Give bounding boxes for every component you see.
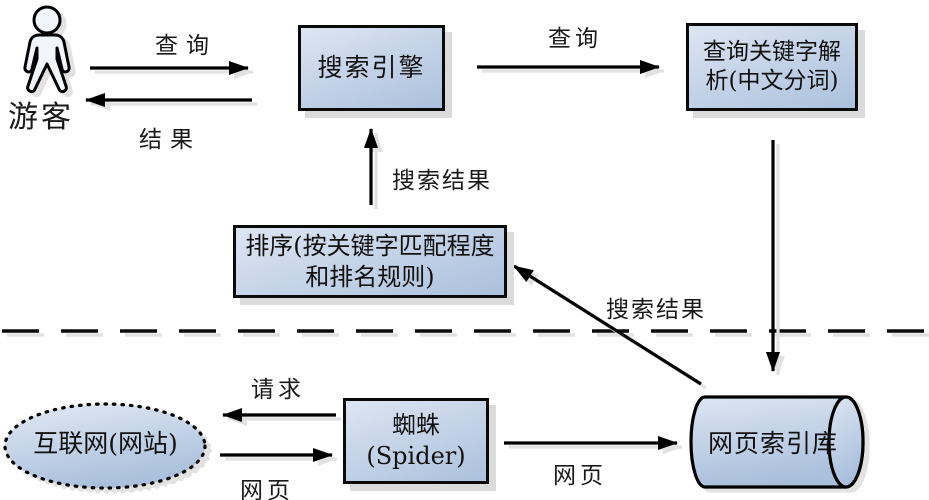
visitor-body bbox=[23, 33, 71, 94]
index-db-cylinder bbox=[689, 395, 865, 489]
query-top-label: 查询 bbox=[155, 33, 217, 59]
query-right-label: 查询 bbox=[548, 26, 602, 52]
search-result-arrow-indexdb-to-sort bbox=[513, 264, 702, 386]
spider-box: 蜘蛛(Spider) bbox=[343, 398, 489, 484]
query-parser-box: 查询关键字解 析(中文分词) bbox=[686, 23, 858, 111]
query-parser-label-line2: 析(中文分词) bbox=[705, 68, 839, 94]
visitor-icon bbox=[23, 5, 71, 94]
request-label: 请求 bbox=[251, 377, 305, 403]
spider-label: 蜘蛛(Spider) bbox=[366, 411, 466, 470]
sort-label-line2: 和排名规则) bbox=[305, 262, 435, 291]
result-label: 结果 bbox=[139, 127, 201, 153]
sort-box: 排序(按关键字匹配程度 和排名规则) bbox=[233, 225, 507, 298]
sort-label-line1: 排序(按关键字匹配程度 bbox=[245, 231, 495, 260]
internet-ellipse bbox=[3, 402, 207, 490]
search-engine-label: 搜索引擎 bbox=[317, 53, 426, 82]
search-result-up-label: 搜索结果 bbox=[392, 168, 492, 194]
search-engine-box: 搜索引擎 bbox=[298, 25, 445, 111]
index-db-label: 网页索引库 bbox=[707, 429, 838, 458]
webpage-right-label: 网页 bbox=[553, 463, 607, 489]
search-result-diagonal-label: 搜索结果 bbox=[606, 297, 706, 323]
query-parser-label-line1: 查询关键字解 bbox=[703, 38, 841, 65]
visitor-head bbox=[32, 5, 62, 35]
internet-label: 互联网(网站) bbox=[33, 429, 178, 458]
webpage-left-label: 网页 bbox=[240, 478, 294, 500]
visitor-label: 游客 bbox=[8, 100, 74, 135]
